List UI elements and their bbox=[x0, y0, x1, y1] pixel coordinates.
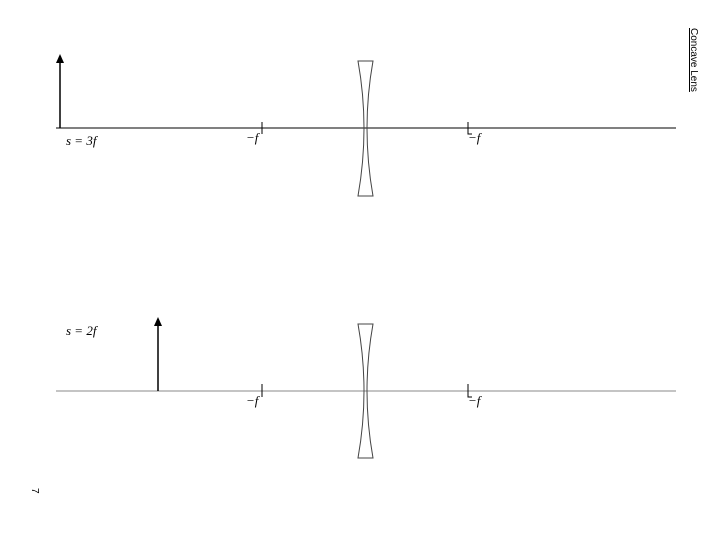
focal-tick-right bbox=[467, 122, 472, 135]
focal-tick-right bbox=[467, 384, 472, 398]
object-arrowhead bbox=[56, 54, 64, 63]
object-arrowhead bbox=[154, 317, 162, 326]
object-distance-label: s = 3f bbox=[66, 133, 99, 148]
focal-label-right: −f bbox=[468, 393, 483, 408]
diagram-1: s = 3f −f −f bbox=[56, 54, 676, 197]
concave-lens bbox=[357, 60, 374, 197]
focal-label-left: −f bbox=[246, 393, 261, 408]
focal-label-right: −f bbox=[468, 130, 483, 145]
object-distance-label: s = 2f bbox=[66, 323, 99, 338]
diagram-2: s = 2f −f −f bbox=[56, 317, 676, 459]
concave-lens bbox=[357, 323, 374, 459]
focal-label-left: −f bbox=[246, 130, 261, 145]
